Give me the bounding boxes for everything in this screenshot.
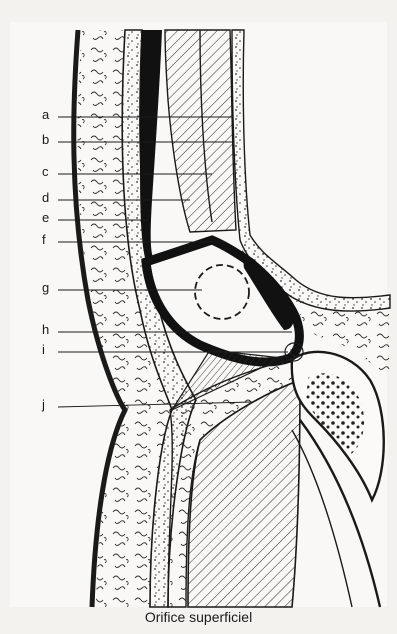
label-j: j — [42, 398, 45, 411]
label-i: i — [42, 343, 45, 356]
label-d: d — [42, 191, 49, 204]
label-h: h — [42, 323, 49, 336]
label-a: a — [42, 108, 49, 121]
label-g: g — [42, 281, 49, 294]
label-f: f — [42, 233, 46, 246]
label-b: b — [42, 133, 49, 146]
label-c: c — [42, 165, 49, 178]
label-e: e — [42, 211, 49, 224]
figure-caption: Orifice superficiel — [0, 609, 397, 625]
